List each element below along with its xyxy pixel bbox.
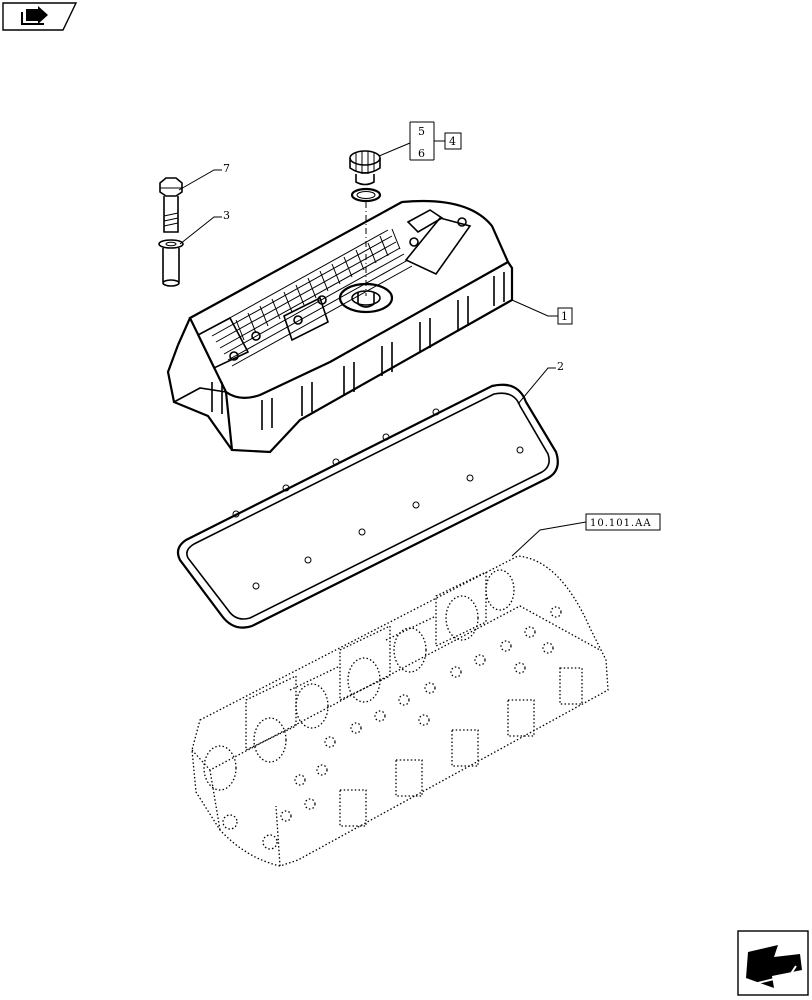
arrow-left-box-icon — [21, 6, 48, 25]
ref-4-bracket — [410, 121, 445, 161]
callout-6: 6 — [418, 147, 425, 160]
valve-cover-part — [166, 199, 514, 454]
callout-2: 2 — [557, 360, 564, 373]
ref-4-label: 4 — [449, 135, 456, 148]
arrow-right-box-icon — [746, 945, 802, 988]
ref-box-1[interactable] — [557, 307, 573, 325]
bolt-part — [159, 177, 183, 233]
ref-1-label: 1 — [561, 310, 568, 323]
callout-7: 7 — [223, 162, 230, 175]
ref-box-head[interactable] — [585, 513, 661, 531]
callout-5: 5 — [418, 125, 425, 138]
leader-line-7 — [178, 169, 222, 191]
callout-3: 3 — [223, 209, 230, 222]
spacer-part — [158, 239, 184, 287]
seal-ring-part — [350, 187, 382, 203]
ref-box-4[interactable] — [444, 132, 462, 150]
leader-line-2 — [517, 367, 556, 405]
leader-line-5-6 — [378, 122, 411, 160]
leader-line-3 — [179, 216, 222, 245]
leader-line-1 — [511, 299, 558, 317]
forward-nav-button[interactable] — [737, 930, 809, 996]
ref-head-label: 10.101.AA — [590, 518, 652, 529]
leader-line-head — [511, 521, 587, 557]
gasket-part — [176, 383, 559, 629]
cylinder-head-reference — [191, 555, 609, 867]
filler-cap-part — [349, 150, 381, 186]
back-nav-button[interactable] — [2, 2, 78, 31]
